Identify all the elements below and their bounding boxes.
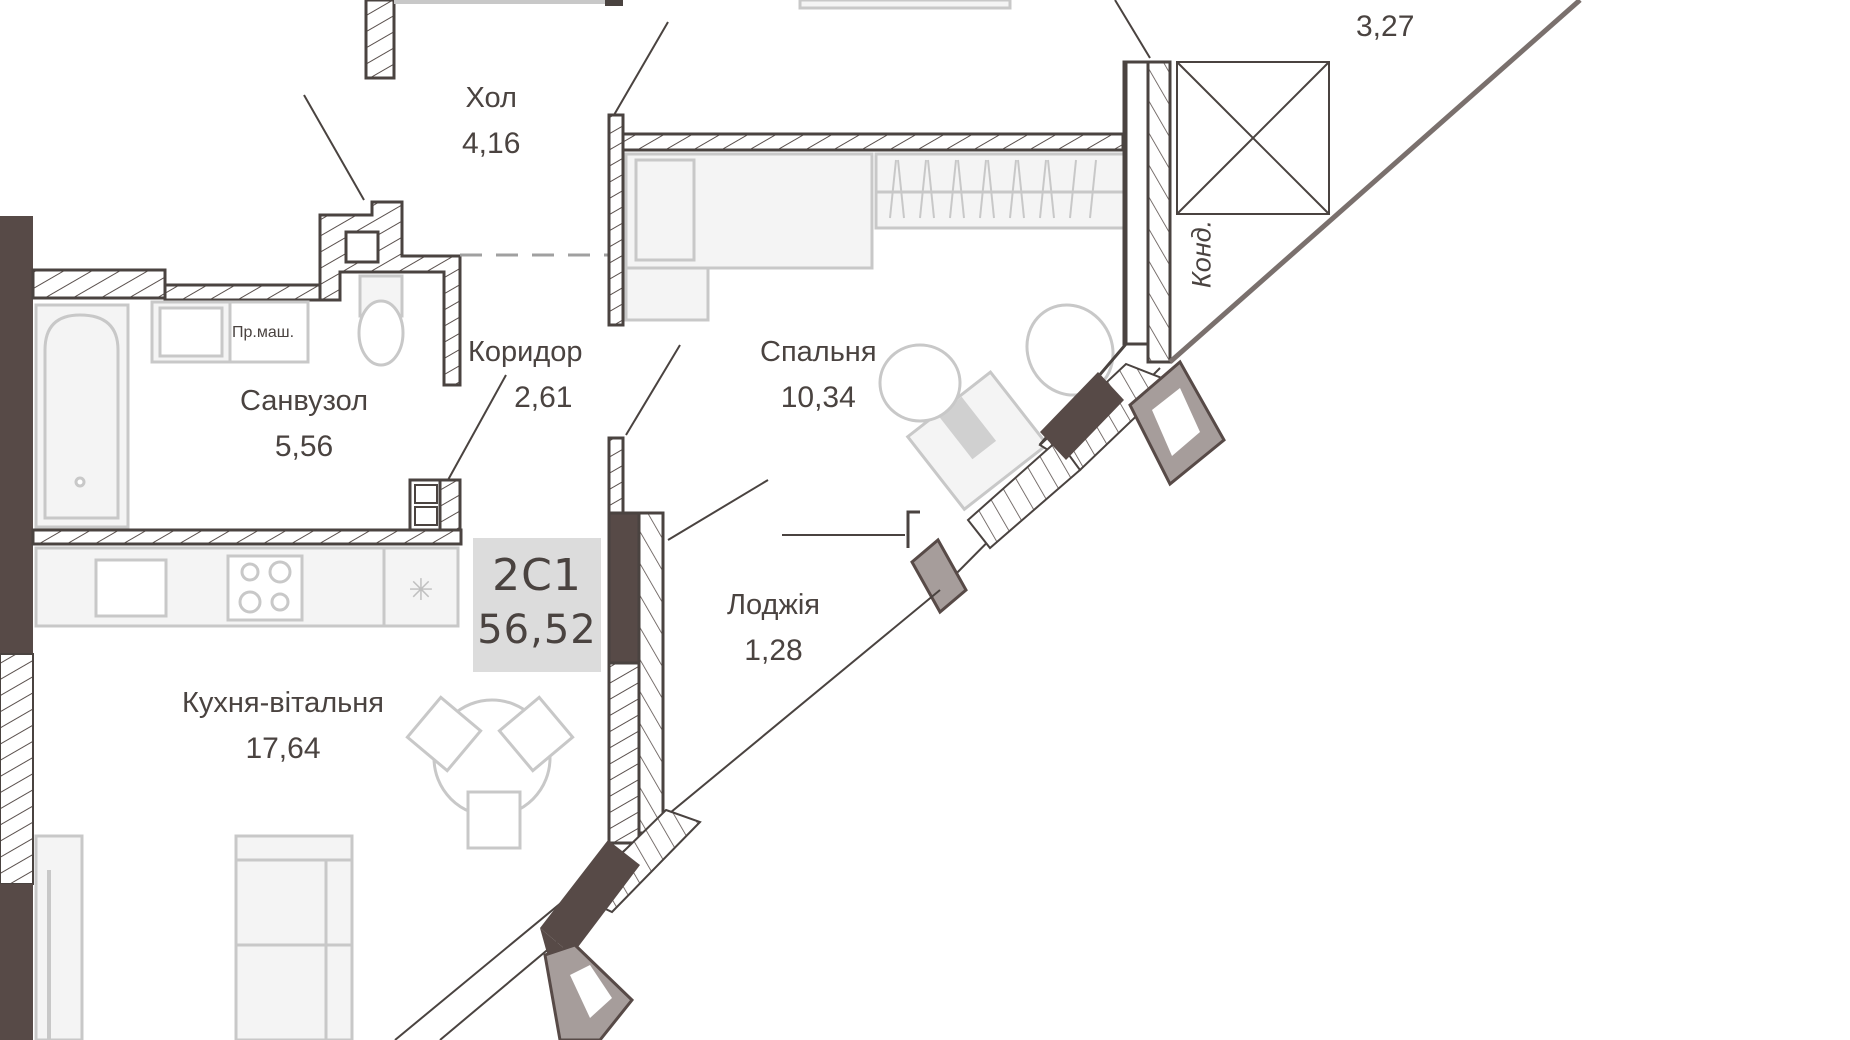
wardrobe-hangers — [889, 159, 1097, 219]
room-name: Санвузол — [240, 385, 369, 417]
desk-set — [878, 303, 1115, 512]
air-conditioner-text: Конд. — [1186, 219, 1217, 289]
facade-diagonal — [394, 0, 1582, 1040]
room-area: 1,28 — [744, 634, 803, 667]
room-area: 2,61 — [514, 381, 573, 414]
room-label-corridor: Коридор 2,61 — [468, 338, 583, 413]
unit-badge: 2С1 56,52 — [473, 538, 601, 672]
dining-table — [405, 695, 575, 850]
room-name: Лоджія — [727, 589, 820, 621]
room-label-kitchen-living: Кухня-вітальня 17,64 — [182, 689, 384, 764]
room-label-bathroom: Санвузол 5,56 — [240, 387, 368, 462]
room-area: 4,16 — [462, 127, 521, 160]
room-area: 5,56 — [274, 430, 334, 463]
room-label-hall: Хол 4,16 — [462, 84, 520, 159]
room-name: Кухня-вітальня — [182, 687, 384, 719]
wall-top-left — [364, 0, 1012, 80]
east-wall — [906, 60, 1172, 548]
room-area: 10,34 — [780, 381, 856, 414]
partition-walls — [607, 113, 1125, 845]
room-label-loggia: Лоджія 1,28 — [727, 591, 820, 666]
bathroom-walls — [31, 200, 463, 546]
air-conditioner-label: Конд. — [1178, 195, 1226, 313]
washing-machine-label: Пр.маш. — [232, 324, 294, 342]
leader-lines — [303, 0, 1151, 541]
unit-area: 56,52 — [477, 607, 597, 653]
room-name: Коридор — [468, 336, 583, 368]
room-name: Спальня — [760, 336, 877, 368]
room-label-balcony-area: 3,27 — [1356, 12, 1414, 42]
room-area: 17,64 — [245, 732, 321, 765]
bedroom-furniture — [624, 152, 1126, 322]
snowflake-icon: ✳ — [408, 574, 433, 607]
washing-machine-text: Пр.маш. — [232, 324, 295, 341]
room-area: 3,27 — [1356, 10, 1415, 43]
air-conditioner-box — [1176, 61, 1330, 215]
exterior-wall-left — [0, 216, 34, 1040]
room-label-bedroom: Спальня 10,34 — [760, 338, 877, 413]
room-name: Хол — [465, 82, 517, 114]
unit-code: 2С1 — [492, 550, 582, 601]
bathroom-fixtures — [34, 274, 405, 529]
living-furniture — [34, 834, 354, 1040]
kitchen-counter — [34, 546, 460, 628]
